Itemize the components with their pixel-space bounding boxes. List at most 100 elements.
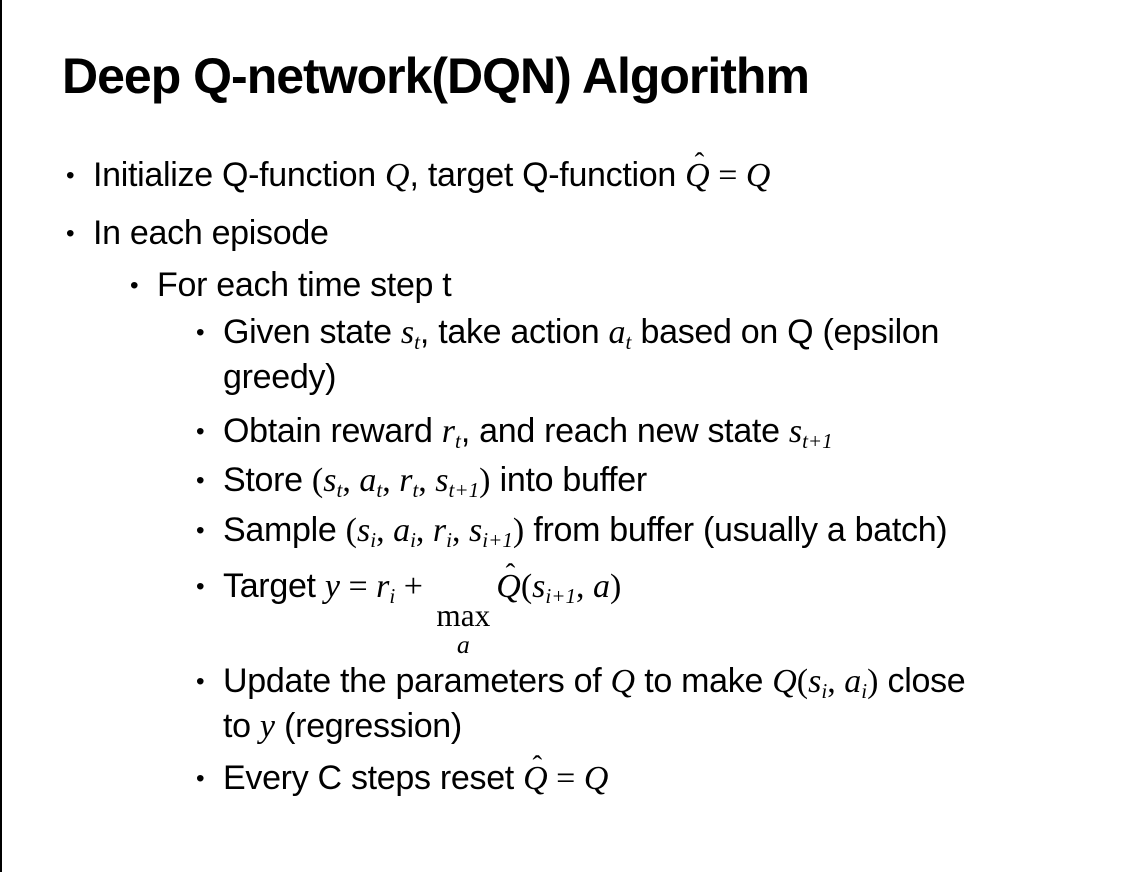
text-run: ( <box>311 462 324 499</box>
bullet-item: •Given state st, take action at based on… <box>2 310 1124 400</box>
math-subscript: i <box>446 527 453 552</box>
math-subscript: i <box>389 583 396 608</box>
text-run: , <box>342 462 360 499</box>
bullet-marker-icon: • <box>196 418 205 445</box>
math-variable: s <box>400 314 415 351</box>
text-run: ) <box>479 462 491 499</box>
bullet-marker-icon: • <box>66 162 75 189</box>
math-subscript: i <box>861 679 868 704</box>
math-variable: a <box>844 663 862 701</box>
math-variable: y <box>259 708 275 746</box>
text-run: based on Q (epsilon <box>631 313 940 351</box>
text-run: , <box>452 512 470 549</box>
math-variable: Q <box>496 568 521 605</box>
bullet-text: For each time step t <box>157 263 452 308</box>
text-run: + <box>395 568 432 605</box>
text-run: (regression) <box>275 707 462 746</box>
math-subscript: t+1 <box>802 428 833 453</box>
bullet-text: Obtain reward rt, and reach new state st… <box>223 409 833 454</box>
math-subscript: i <box>821 679 828 704</box>
math-subscript: t <box>336 477 343 502</box>
math-subscript: i+1 <box>482 527 513 552</box>
text-run: ) <box>512 512 525 549</box>
text-run: Update the parameters of <box>223 662 611 701</box>
math-subscript: t <box>414 329 420 354</box>
math-variable: a <box>593 568 610 605</box>
text-run: Initialize Q-function <box>93 156 385 194</box>
text-run: to make <box>635 662 773 701</box>
bullet-marker-icon: • <box>196 668 205 696</box>
text-run: Obtain reward <box>223 412 442 450</box>
bullet-item: •Initialize Q-function Q, target Q-funct… <box>2 147 1124 198</box>
bullet-list: •Initialize Q-function Q, target Q-funct… <box>2 147 1124 801</box>
bullet-item: • For each time step t <box>2 263 1124 308</box>
bullet-text: In each episode <box>93 211 329 256</box>
text-run: = <box>709 157 746 194</box>
text-run: , <box>376 512 394 549</box>
text-run: ) <box>610 568 622 605</box>
bullet-marker-icon: • <box>196 467 205 494</box>
math-variable: a <box>393 512 411 549</box>
bullet-marker-icon: • <box>196 319 205 346</box>
bullet-item: • Update the parameters of Q to make Q(si… <box>2 659 1124 749</box>
math-subscript: t <box>455 428 461 453</box>
text-run: to <box>223 707 260 746</box>
math-subscript: t+1 <box>448 477 480 502</box>
math-variable: a <box>608 314 626 351</box>
slide-title: Deep Q-network(DQN) Algorithm <box>62 48 810 104</box>
hat-icon: ˆ <box>694 146 705 179</box>
bullet-text: Update the parameters of Q to make Q(si,… <box>223 659 966 749</box>
math-variable: Q <box>523 760 548 798</box>
text-run: For each time step t <box>157 266 452 304</box>
text-run: ( <box>345 512 357 549</box>
text-run: , <box>418 462 436 499</box>
text-run: Sample <box>223 511 346 549</box>
text-run: ( <box>796 663 809 701</box>
bullet-marker-icon: • <box>196 573 205 600</box>
math-subscript: i+1 <box>545 583 576 608</box>
math-variable: r <box>399 462 413 499</box>
max-operator-variable: a <box>456 629 470 659</box>
math-variable: y <box>324 568 340 605</box>
bullet-item: •In each episode <box>2 211 1124 256</box>
text-run: , <box>827 663 845 701</box>
bullet-marker-icon: • <box>196 517 205 544</box>
math-variable: s <box>532 568 546 605</box>
math-variable: Q <box>745 157 771 194</box>
max-operator-name: max <box>436 597 491 633</box>
text-run: , take action <box>419 313 609 351</box>
math-variable: s <box>808 663 822 701</box>
hat-icon: ˆ <box>505 557 516 590</box>
bullet-text: Store (st, at, rt, st+1) into buffer <box>223 458 647 503</box>
text-run: = <box>547 760 584 798</box>
text-run: = <box>339 568 377 605</box>
text-run: into buffer <box>490 461 648 499</box>
math-variable: s <box>469 512 483 549</box>
math-variable: Q <box>384 157 410 194</box>
bullet-text: Given state st, take action at based on … <box>223 310 939 400</box>
math-variable: s <box>323 462 337 499</box>
text-run: Store <box>223 461 312 499</box>
math-variable: Q <box>772 663 797 701</box>
text-run: Every C steps reset <box>223 759 524 798</box>
text-run: Target <box>223 567 325 605</box>
math-variable: Q <box>583 760 609 798</box>
text-run: ) <box>867 663 879 701</box>
text-run: , target Q-function <box>409 156 686 194</box>
math-subscript: t <box>376 477 383 502</box>
math-variable: s <box>435 462 449 499</box>
text-run: ( <box>520 568 533 605</box>
text-run: , <box>576 568 593 605</box>
bullet-marker-icon: • <box>130 272 139 299</box>
text-run: , and reach new state <box>460 412 789 450</box>
math-subscript: i <box>410 527 416 552</box>
text-run: greedy) <box>223 358 337 396</box>
